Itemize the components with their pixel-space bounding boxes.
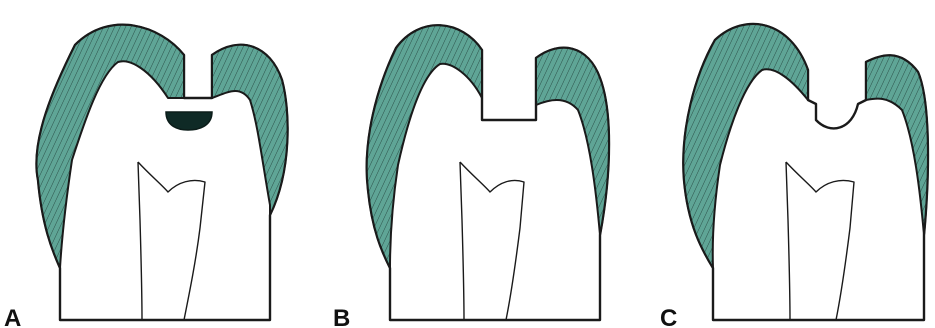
panel-label-a: A	[4, 305, 21, 328]
enamel-left	[683, 24, 808, 268]
enamel-right	[866, 55, 928, 235]
enamel-left	[367, 25, 482, 268]
caries-lesion	[166, 112, 212, 130]
panel-label-b: B	[333, 305, 350, 328]
panel-a: A	[4, 25, 288, 328]
enamel-right	[212, 45, 288, 215]
panel-b: B	[333, 25, 609, 328]
pulp-canal	[138, 162, 205, 320]
pulp-canal	[460, 162, 524, 320]
enamel-left	[36, 25, 184, 268]
enamel-right	[536, 48, 609, 235]
panel-c: C	[660, 24, 928, 328]
panel-label-c: C	[660, 305, 677, 328]
pulp-canal	[786, 162, 854, 320]
